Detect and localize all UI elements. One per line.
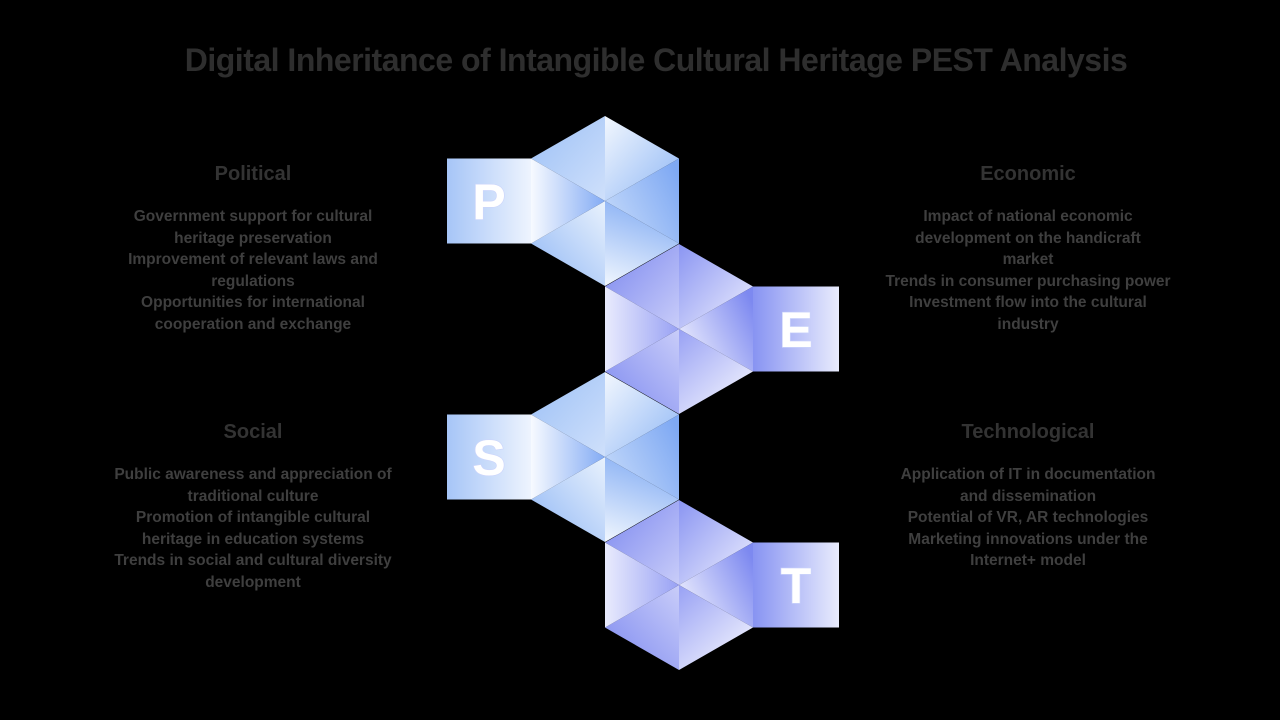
facet-triangle xyxy=(605,414,679,500)
quadrant-heading: Economic xyxy=(980,163,1076,185)
quadrant-body: Application of IT in documentation and d… xyxy=(880,464,1176,572)
quadrant-item: Promotion of intangible cultural heritag… xyxy=(135,509,371,548)
letter-technological: T xyxy=(781,558,812,614)
quadrant-item: Trends in consumer purchasing power xyxy=(885,272,1171,290)
facet-triangle xyxy=(605,457,679,542)
quadrant-item: Investment flow into the cultural indust… xyxy=(909,294,1147,333)
quadrant-heading: Technological xyxy=(961,421,1095,443)
facet-triangle xyxy=(679,500,753,585)
tab-technological xyxy=(753,542,839,628)
quadrant-item: Government support for cultural heritage… xyxy=(133,208,373,247)
facet-triangle xyxy=(605,329,679,414)
hexagon-political: P xyxy=(447,116,679,286)
facet-triangle xyxy=(605,116,679,201)
quadrant-item: Improvement of relevant laws and regulat… xyxy=(128,251,378,290)
quadrant-item: Public awareness and appreciation of tra… xyxy=(114,466,392,505)
tab-social xyxy=(447,414,531,500)
facet-triangle xyxy=(531,414,605,500)
quadrant-item: Application of IT in documentation and d… xyxy=(900,466,1156,505)
quadrant-item: Marketing innovations under the Internet… xyxy=(908,530,1148,570)
quadrant-item: Potential of VR, AR technologies xyxy=(907,509,1149,526)
quadrant-political: Political Government support for cultura… xyxy=(108,162,398,335)
quadrant-heading: Social xyxy=(223,421,283,443)
facet-triangle xyxy=(531,372,605,457)
facet-triangle xyxy=(531,201,605,286)
quadrant-item: Impact of national economic development … xyxy=(915,208,1141,268)
facet-triangle xyxy=(605,585,679,670)
facet-triangle xyxy=(605,244,679,329)
quadrant-technological: Technological Application of IT in docum… xyxy=(880,420,1176,572)
tab-economic xyxy=(753,286,839,372)
letter-social: S xyxy=(472,430,505,486)
quadrant-body: Government support for cultural heritage… xyxy=(108,206,398,335)
facet-triangle xyxy=(531,116,605,201)
quadrant-body: Public awareness and appreciation of tra… xyxy=(105,464,401,593)
slide-title: Digital Inheritance of Intangible Cultur… xyxy=(184,42,1128,78)
facet-triangle xyxy=(605,158,679,244)
quadrant-body: Impact of national economic development … xyxy=(880,206,1176,335)
quadrant-social: Social Public awareness and appreciation… xyxy=(105,420,401,593)
facet-triangle xyxy=(531,158,605,244)
quadrant-item: Opportunities for international cooperat… xyxy=(141,294,365,333)
facet-triangle xyxy=(605,201,679,286)
facet-triangle xyxy=(679,286,753,372)
letter-economic: E xyxy=(779,302,812,358)
facet-triangle xyxy=(605,500,679,585)
facet-triangle xyxy=(679,585,753,670)
quadrant-heading: Political xyxy=(214,163,292,185)
hexagon-social: S xyxy=(447,372,679,542)
facet-triangle xyxy=(679,244,753,329)
tab-political xyxy=(447,158,531,244)
facet-triangle xyxy=(605,372,679,457)
letter-political: P xyxy=(472,174,505,230)
quadrant-item: Trends in social and cultural diversity … xyxy=(114,552,392,591)
facet-triangle xyxy=(605,286,679,372)
hexagon-economic: E xyxy=(605,244,839,414)
hexagon-technological: T xyxy=(605,500,839,670)
quadrant-economic: Economic Impact of national economic dev… xyxy=(880,162,1176,335)
facet-triangle xyxy=(605,542,679,628)
facet-triangle xyxy=(679,542,753,628)
facet-triangle xyxy=(531,457,605,542)
facet-triangle xyxy=(679,329,753,414)
